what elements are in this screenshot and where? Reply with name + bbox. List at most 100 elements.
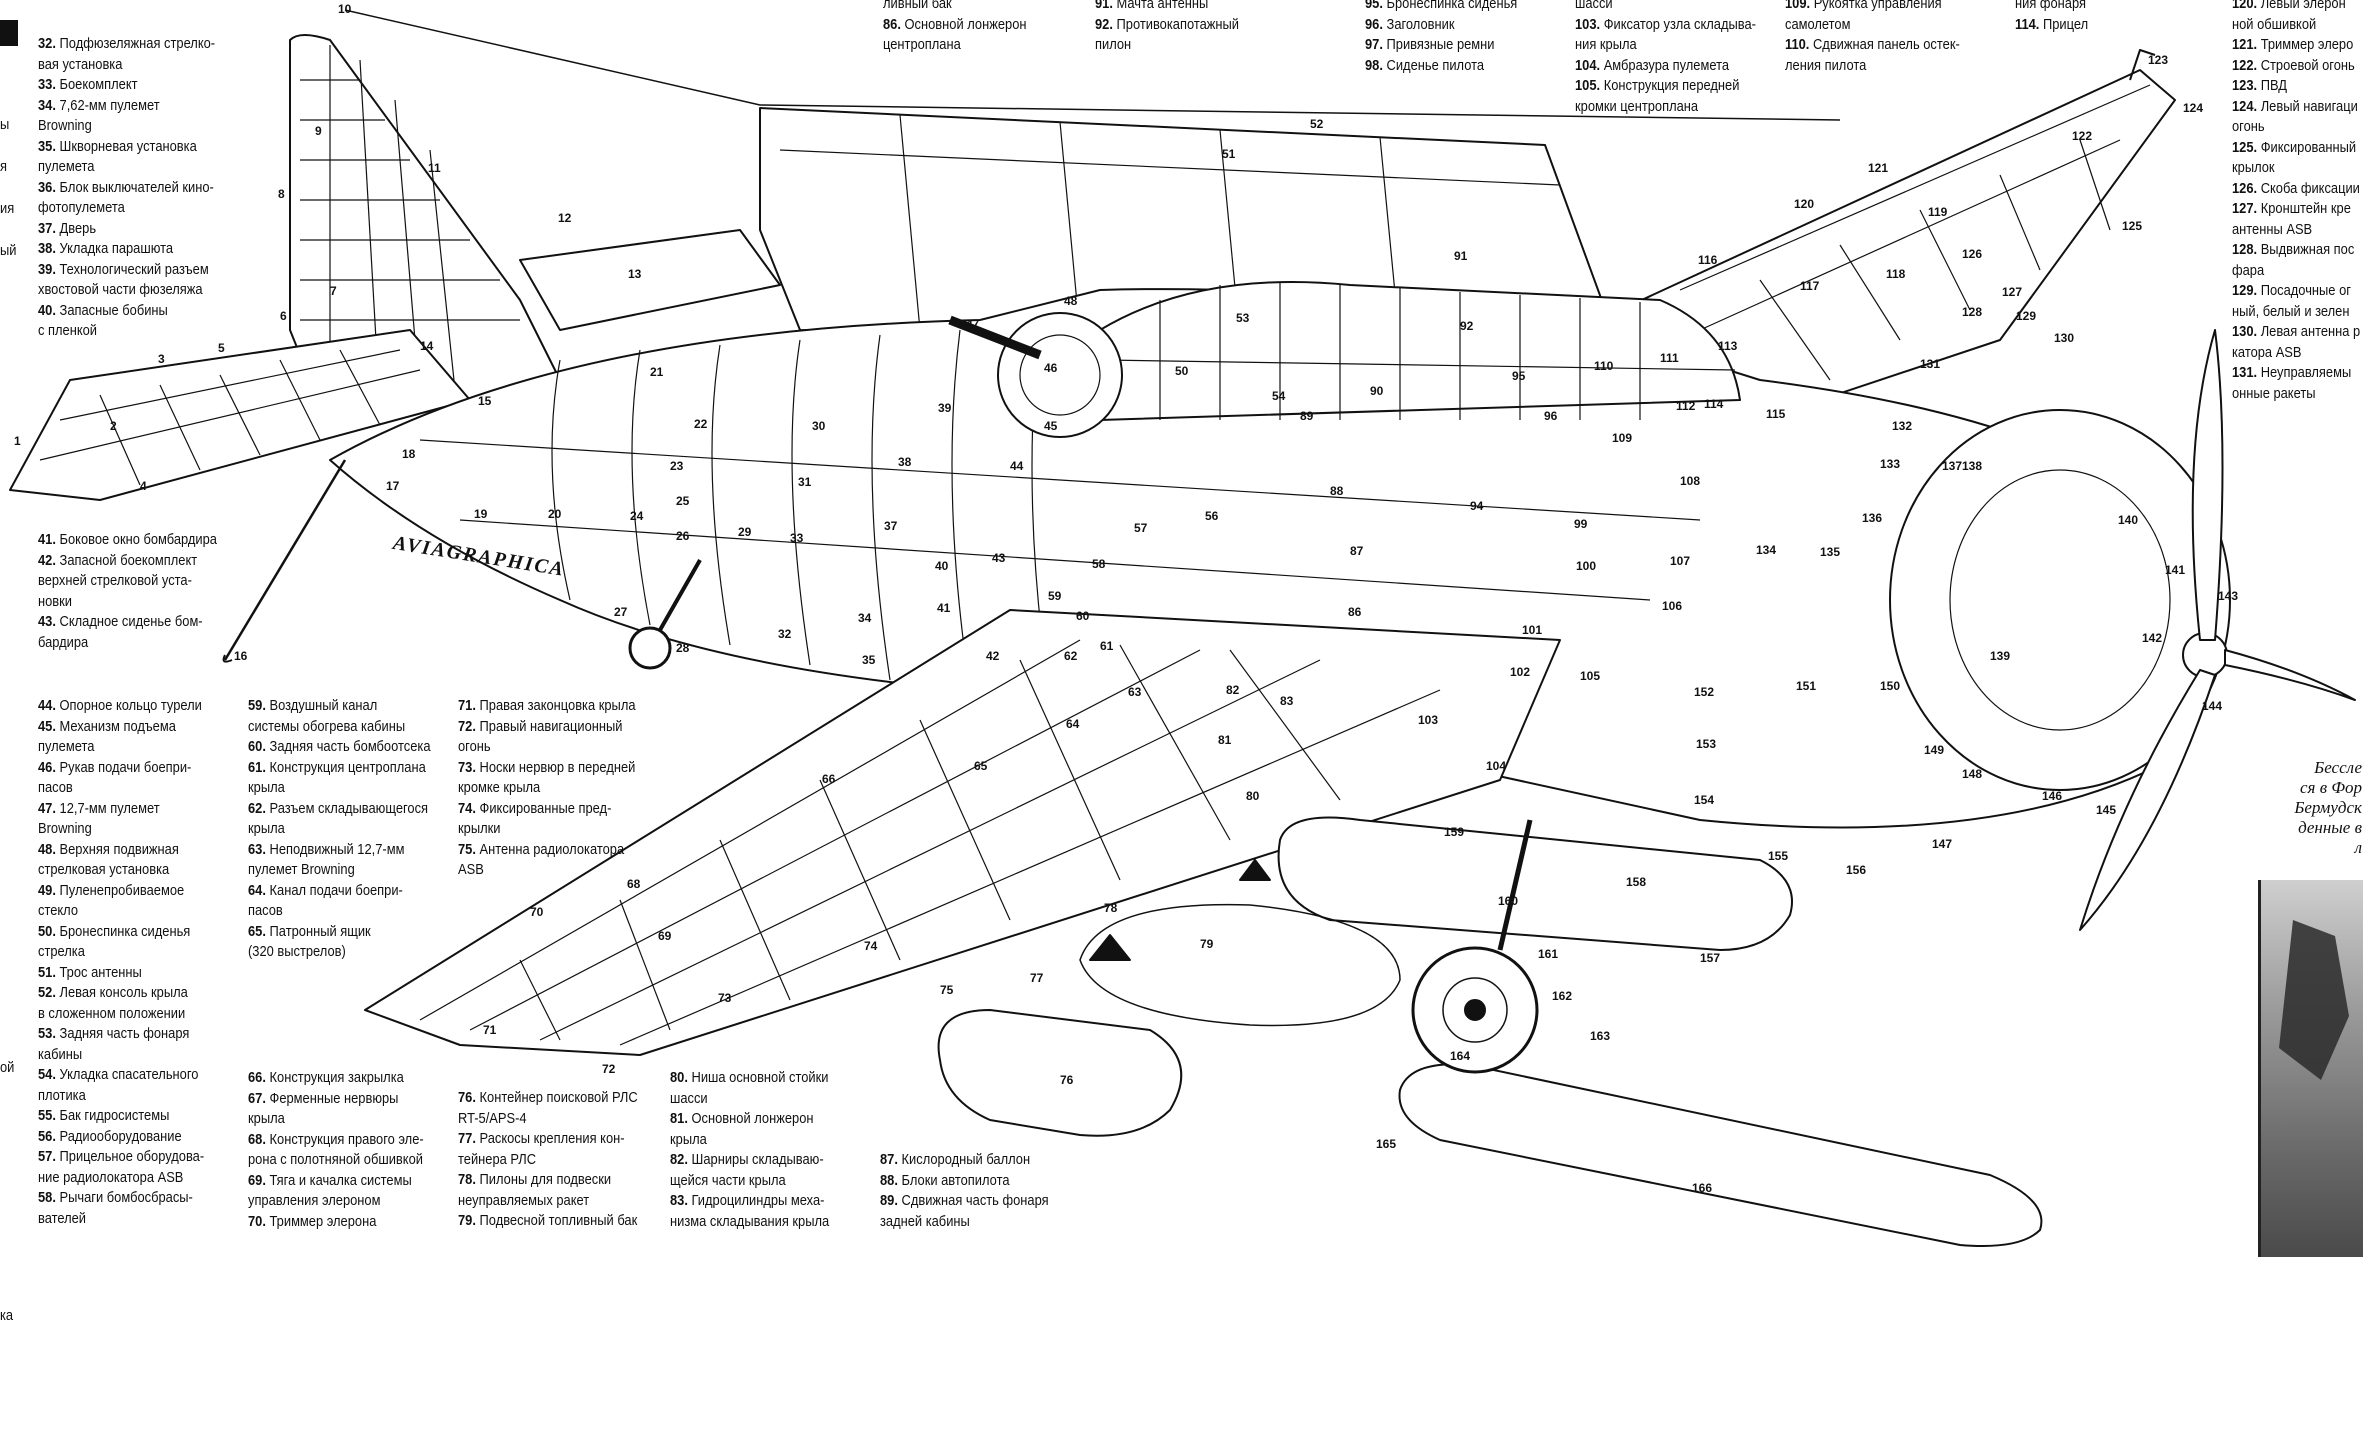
callout-number: 88	[1330, 484, 1344, 498]
legend-item-number: 82.	[670, 1151, 692, 1168]
callout-number: 94	[1470, 499, 1484, 513]
legend-item-text: Задняя часть фонаря	[59, 1025, 190, 1042]
legend-item: 48. Верхняя подвижная	[38, 840, 204, 861]
legend-item-number: 95.	[1365, 0, 1387, 12]
callout-number: 69	[658, 929, 672, 943]
legend-item-number: 98.	[1365, 56, 1387, 74]
legend-item: 87. Кислородный баллон	[880, 1150, 1049, 1171]
legend-item: 52. Левая консоль крыла	[38, 983, 204, 1004]
legend-item-text: Воздушный канал	[269, 697, 378, 714]
callout-number: 71	[483, 1023, 497, 1037]
legend-item: щейся части крыла	[670, 1171, 829, 1192]
propeller-blade-bottom	[2079, 669, 2216, 931]
legend-item-number: 58.	[38, 1189, 60, 1206]
legend-item: низма складывания крыла	[670, 1212, 829, 1233]
callout-number: 154	[1694, 793, 1714, 807]
legend-item: 81. Основной лонжерон	[670, 1109, 829, 1130]
legend-item-number: 78.	[458, 1171, 480, 1188]
legend-item-number: 130.	[2232, 323, 2261, 340]
legend-item: ный, белый и зелен	[2232, 302, 2360, 323]
legend-item: рона с полотняной обшивкой	[248, 1150, 424, 1171]
callout-number: 78	[1104, 901, 1118, 915]
legend-item: онные ракеты	[2232, 384, 2360, 405]
legend-item-text: огонь	[458, 738, 491, 755]
legend-item: 53. Задняя часть фонаря	[38, 1024, 204, 1045]
callout-number: 116	[1698, 253, 1718, 267]
legend-item-number: 73.	[458, 758, 480, 776]
legend-item: 83. Гидроцилиндры меха-	[670, 1191, 829, 1212]
callout-number: 152	[1694, 685, 1714, 699]
legend-item: ния крыла	[1575, 35, 1756, 56]
legend-item-text: Складное сиденье бом-	[59, 613, 203, 630]
legend-item: ый	[0, 230, 16, 272]
legend-item-text: Верхняя подвижная	[59, 840, 179, 858]
callout-number: 147	[1932, 837, 1952, 851]
legend-item-number: 42.	[38, 551, 60, 569]
legend-item: 46. Рукав подачи боепри-	[38, 758, 204, 779]
callout-number: 73	[718, 991, 732, 1005]
legend-item-text: Кронштейн кре	[2260, 200, 2351, 217]
callout-number: 165	[1376, 1137, 1396, 1151]
legend-item-text: вая установка	[38, 55, 123, 73]
legend-item-text: Фиксированные пред-	[479, 799, 612, 817]
legend-item-text: Левый навигаци	[2260, 97, 2358, 115]
callout-number: 45	[1044, 419, 1058, 433]
legend-item-number: 70.	[248, 1212, 270, 1230]
legend-item-number: 53.	[38, 1025, 60, 1042]
callout-number: 99	[1574, 517, 1588, 531]
legend-item-text: Боковое окно бомбардира	[59, 531, 217, 548]
radar-pod	[937, 1009, 1183, 1137]
legend-item: в сложенном положении	[38, 1004, 204, 1025]
callout-number: 86	[1348, 605, 1362, 619]
rocket-arrow-2	[1239, 859, 1271, 881]
right-wing	[364, 609, 1561, 1056]
callout-number: 117	[1800, 279, 1820, 293]
legend-item: 91. Мачта антенны	[1095, 0, 1239, 15]
callout-number: 81	[1218, 733, 1232, 747]
legend-item-text: крыла	[248, 1110, 285, 1127]
legend-item: ой	[0, 944, 14, 1192]
callout-number: 138	[1962, 459, 1982, 473]
callout-number: 30	[812, 419, 826, 433]
callout-number: 90	[1370, 384, 1384, 398]
legend-item-text: Пуленепробиваемое	[59, 881, 185, 899]
callout-number: 42	[986, 649, 1000, 663]
callout-number: 136	[1862, 511, 1882, 525]
legend-item-text: огонь	[2232, 118, 2265, 135]
legend-item: 40. Запасные бобины	[38, 301, 215, 322]
legend-item: 47. 12,7-мм пулемет	[38, 799, 204, 820]
legend-item-text: кромки центроплана	[1575, 97, 1699, 115]
legend-item: 103. Фиксатор узла складыва-	[1575, 15, 1756, 36]
callout-number: 8	[278, 187, 285, 201]
propeller-blade-top	[2191, 329, 2224, 641]
callout-number: 158	[1626, 875, 1646, 889]
legend-item: кромке крыла	[458, 778, 636, 799]
legend-item-text: Противокапотажный	[1116, 15, 1240, 33]
legend-item-number: 114.	[2015, 15, 2043, 33]
legend-item-text: Сдвижная панель остек-	[1812, 36, 1960, 53]
legend-item-number: 48.	[38, 840, 60, 858]
callout-number: 58	[1092, 557, 1106, 571]
legend-item-text: Бронеспинка сиденья	[59, 922, 191, 940]
legend-item-text: ливный бак	[883, 0, 952, 12]
legend-item-text: Трос антенны	[59, 963, 142, 981]
legend-item-number: 61.	[248, 758, 270, 776]
legend-item: пулемета	[38, 157, 215, 178]
canopy-frames	[1104, 282, 1736, 420]
legend-item-number: 56.	[38, 1127, 60, 1145]
callout-number: 146	[2042, 789, 2062, 803]
legend-item-text: ние радиолокатора ASB	[38, 1168, 184, 1186]
legend-item-text: кабины	[38, 1045, 83, 1063]
legend-item: 60. Задняя часть бомбоотсека	[248, 737, 430, 758]
legend-item-text: я	[0, 158, 7, 175]
legend-item-number: 39.	[38, 260, 60, 278]
legend-item-text: Контейнер поисковой РЛС	[479, 1089, 638, 1106]
legend-item: 51. Трос антенны	[38, 963, 204, 984]
legend-item-number: 33.	[38, 76, 60, 93]
legend-item-text: Задняя часть бомбоотсека	[269, 738, 431, 755]
legend-item-text: задней кабины	[880, 1212, 970, 1230]
callout-number: 44	[1010, 459, 1024, 473]
